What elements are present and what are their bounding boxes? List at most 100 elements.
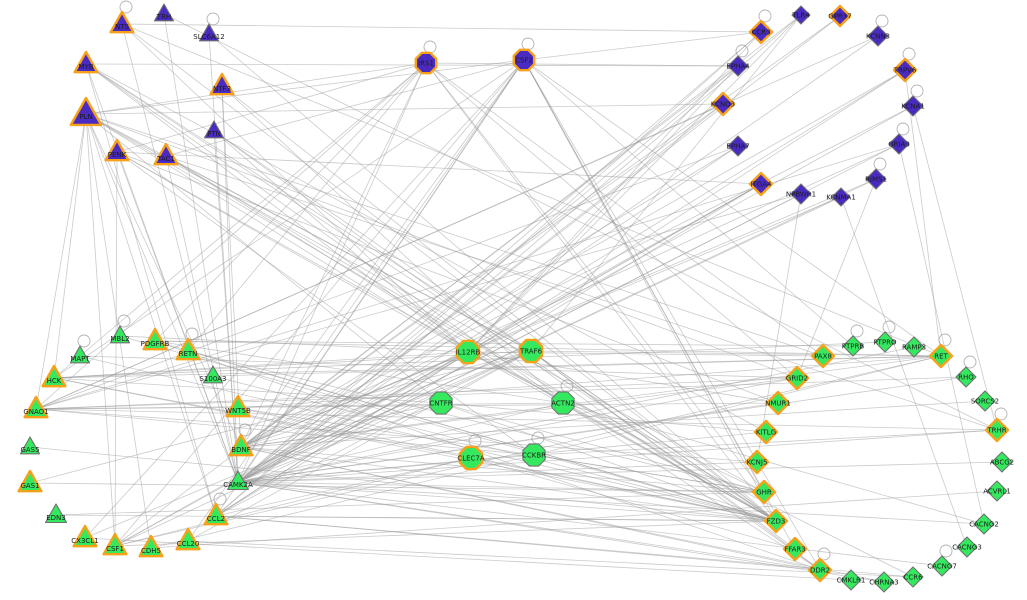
node-trh[interactable]: [153, 3, 175, 22]
node-pax8[interactable]: [810, 343, 836, 369]
self-loop-retn: [185, 327, 199, 341]
edge-retn-fzd3: [187, 350, 777, 522]
edge-trh-camk2a: [163, 13, 239, 483]
node-gas1[interactable]: [17, 469, 43, 493]
node-kcnj5[interactable]: [744, 449, 770, 475]
node-kcnn3[interactable]: [867, 25, 889, 47]
edge-il12rb-camk2a: [237, 351, 469, 483]
node-pdgfrb[interactable]: [142, 327, 168, 351]
edge-penk-itga4: [116, 151, 762, 185]
node-mbl2[interactable]: [109, 325, 131, 344]
edge-pdgfrb-ddr2: [154, 340, 821, 571]
node-rims1[interactable]: [865, 168, 887, 190]
node-ccr6[interactable]: [902, 566, 924, 588]
node-cmklr1[interactable]: [840, 569, 862, 591]
node-ccl20[interactable]: [175, 527, 201, 551]
node-wnt5b[interactable]: [225, 394, 251, 418]
edge-pdgfrb-ret: [154, 340, 942, 357]
edge-cckbr-gnao1: [35, 408, 535, 456]
node-actn2[interactable]: [551, 391, 575, 415]
node-nts[interactable]: [109, 10, 135, 34]
node-penk[interactable]: [104, 138, 130, 162]
node-cckbr[interactable]: [522, 443, 546, 467]
node-s100a3[interactable]: [202, 365, 224, 384]
node-il12rb[interactable]: [455, 339, 481, 365]
node-grid2[interactable]: [784, 365, 810, 391]
edge-kcnn3-camk2a: [237, 35, 879, 483]
node-ntf3[interactable]: [209, 72, 235, 96]
node-npbwr1[interactable]: [790, 183, 812, 205]
node-cntfr[interactable]: [429, 391, 453, 415]
edge-edn3-fzd3: [55, 514, 777, 522]
node-kcnq3[interactable]: [710, 91, 736, 117]
node-slc6a12[interactable]: [198, 23, 220, 42]
node-ghr[interactable]: [751, 479, 777, 505]
edge-irs1-epha4: [425, 62, 739, 67]
node-gpr37[interactable]: [828, 4, 852, 28]
node-trhr[interactable]: [984, 417, 1010, 443]
node-kcnma1[interactable]: [831, 187, 851, 207]
node-myb[interactable]: [73, 50, 99, 74]
edge-irs1-ghr: [425, 62, 765, 493]
node-irs1[interactable]: [414, 51, 438, 75]
node-chrna3[interactable]: [873, 571, 895, 593]
node-retn[interactable]: [175, 337, 201, 361]
node-ptprb[interactable]: [842, 335, 864, 357]
node-traf6[interactable]: [518, 338, 544, 364]
node-cx3cl1[interactable]: [72, 524, 98, 548]
edge-hck-fzd3: [53, 377, 777, 522]
node-pln[interactable]: [69, 96, 103, 127]
node-ptpro[interactable]: [874, 331, 896, 353]
node-edn3[interactable]: [44, 503, 68, 524]
edge-gnao1-trhr: [35, 408, 998, 431]
edge-mbl2-fzd3: [119, 335, 777, 522]
edge-irs1-hck: [53, 62, 427, 379]
self-loop-trpv6: [902, 47, 916, 61]
node-fzd3[interactable]: [763, 508, 789, 534]
edge-irs1-pax8: [425, 62, 824, 357]
node-cacng2[interactable]: [973, 513, 995, 535]
node-trpv6[interactable]: [892, 57, 918, 83]
edge-csf1-fzd3: [114, 520, 777, 547]
node-hck[interactable]: [41, 364, 67, 388]
edge-camk2a-ramp3: [237, 346, 915, 483]
node-gas5[interactable]: [19, 436, 41, 455]
node-ccr3[interactable]: [748, 19, 774, 45]
node-ffar3[interactable]: [782, 536, 808, 562]
node-kitlg[interactable]: [753, 419, 779, 445]
node-abcg2[interactable]: [991, 451, 1013, 473]
node-gria3[interactable]: [888, 133, 910, 155]
edge-gnao1-grid2: [35, 377, 798, 410]
node-nmur1[interactable]: [765, 390, 791, 416]
node-csf2[interactable]: [512, 48, 536, 72]
edge-irs1-pdgfrb: [154, 62, 427, 342]
node-tac1[interactable]: [153, 142, 179, 166]
node-bdnf[interactable]: [228, 433, 254, 457]
node-itga4[interactable]: [748, 171, 774, 197]
node-epha4[interactable]: [727, 55, 749, 77]
edge-bdnf-chrna3: [240, 446, 885, 583]
node-acvrl1[interactable]: [986, 480, 1008, 502]
node-ddr2[interactable]: [807, 557, 833, 583]
edge-tac1-camk2a: [165, 155, 239, 483]
edge-penk-camk2a: [116, 151, 239, 483]
node-csf1[interactable]: [102, 532, 128, 556]
node-ret[interactable]: [928, 343, 954, 369]
node-rho[interactable]: [955, 366, 977, 388]
node-kcna1[interactable]: [902, 95, 924, 117]
node-tlr4[interactable]: [791, 5, 811, 25]
node-ccl2[interactable]: [203, 502, 229, 526]
node-ramp3[interactable]: [903, 336, 925, 358]
node-camk2a[interactable]: [227, 470, 249, 491]
node-clec7a[interactable]: [458, 445, 484, 471]
node-ptn[interactable]: [203, 120, 225, 139]
node-gnao1[interactable]: [23, 395, 49, 419]
self-loop-ddr2: [817, 547, 831, 561]
node-cacng3[interactable]: [956, 536, 978, 558]
node-sorcs2[interactable]: [974, 390, 996, 412]
node-mapt[interactable]: [69, 345, 91, 364]
node-cacng7[interactable]: [931, 555, 953, 577]
node-cdh5[interactable]: [138, 534, 164, 558]
node-epha7[interactable]: [727, 135, 749, 157]
